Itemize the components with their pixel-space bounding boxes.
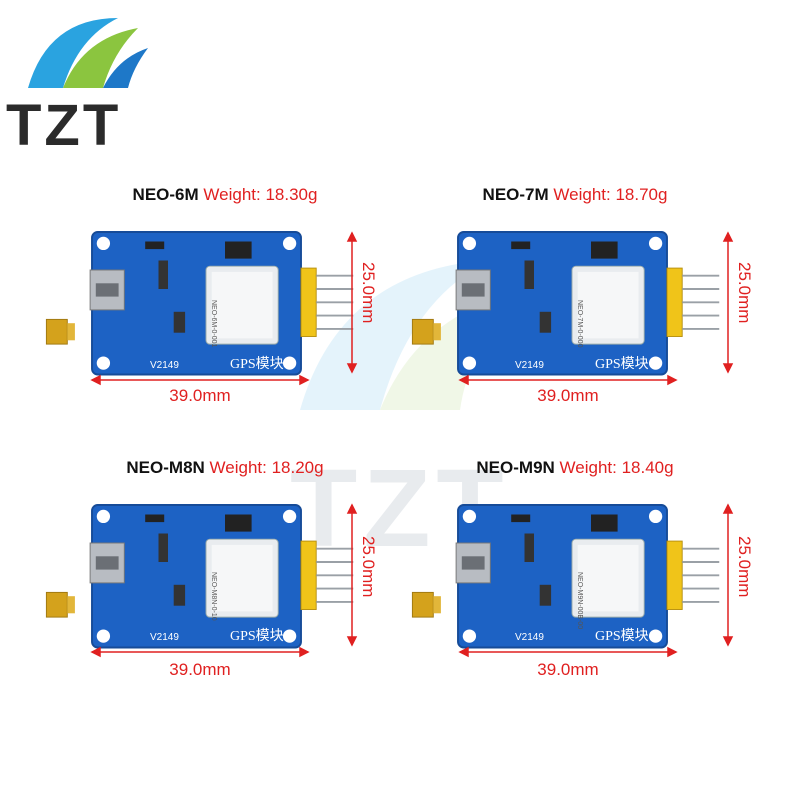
module-label: GPS模块 — [595, 356, 649, 372]
width-label: 39.0mm — [537, 386, 599, 405]
height-label: 25.0mm — [735, 262, 754, 324]
module-title: NEO-M9N Weight: 18.40g — [410, 458, 740, 478]
board-label: V2149 — [515, 632, 544, 643]
width-label: 39.0mm — [169, 660, 231, 679]
width-label: 39.0mm — [537, 660, 599, 679]
module-label: GPS模块 — [595, 628, 649, 644]
module-model: NEO-M8N — [126, 458, 205, 477]
board-label: V2149 — [150, 360, 179, 371]
chip-label: NEO-7M-0-000 — [576, 300, 583, 348]
height-label: 25.0mm — [359, 536, 378, 598]
height-label: 25.0mm — [359, 262, 378, 324]
brand-logo-icon — [28, 18, 148, 88]
module-weight: Weight: 18.30g — [203, 185, 318, 204]
module-panel-neo-m9n: NEO-M9N Weight: 18.40g — [410, 458, 740, 758]
board-label: V2149 — [150, 632, 179, 643]
brand-logo-text: TZT — [6, 93, 122, 158]
module-weight: Weight: 18.40g — [559, 458, 674, 477]
chip-label: NEO-M9N-00B-00 — [576, 572, 583, 629]
module-panel-neo-m8n: NEO-M8N Weight: 18.20g — [60, 458, 390, 758]
chip-label: NEO-6M-0-001 — [210, 300, 217, 348]
module-label: GPS模块 — [230, 356, 284, 372]
module-model: NEO-7M — [482, 185, 549, 204]
module-weight: Weight: 18.70g — [553, 185, 668, 204]
board-label: V2149 — [515, 360, 544, 371]
height-label: 25.0mm — [735, 536, 754, 598]
module-title: NEO-7M Weight: 18.70g — [410, 185, 740, 205]
module-label: GPS模块 — [230, 628, 284, 644]
module-model: NEO-M9N — [476, 458, 555, 477]
module-title: NEO-M8N Weight: 18.20g — [60, 458, 390, 478]
module-model: NEO-6M — [132, 185, 199, 204]
module-weight: Weight: 18.20g — [209, 458, 324, 477]
chip-label: NEO-M8N-0-10 — [210, 572, 217, 621]
width-label: 39.0mm — [169, 386, 231, 405]
module-panel-neo-6m: NEO-6M Weight: 18.30g — [60, 185, 390, 485]
module-title: NEO-6M Weight: 18.30g — [60, 185, 390, 205]
module-panel-neo-7m: NEO-7M Weight: 18.70g — [410, 185, 740, 485]
